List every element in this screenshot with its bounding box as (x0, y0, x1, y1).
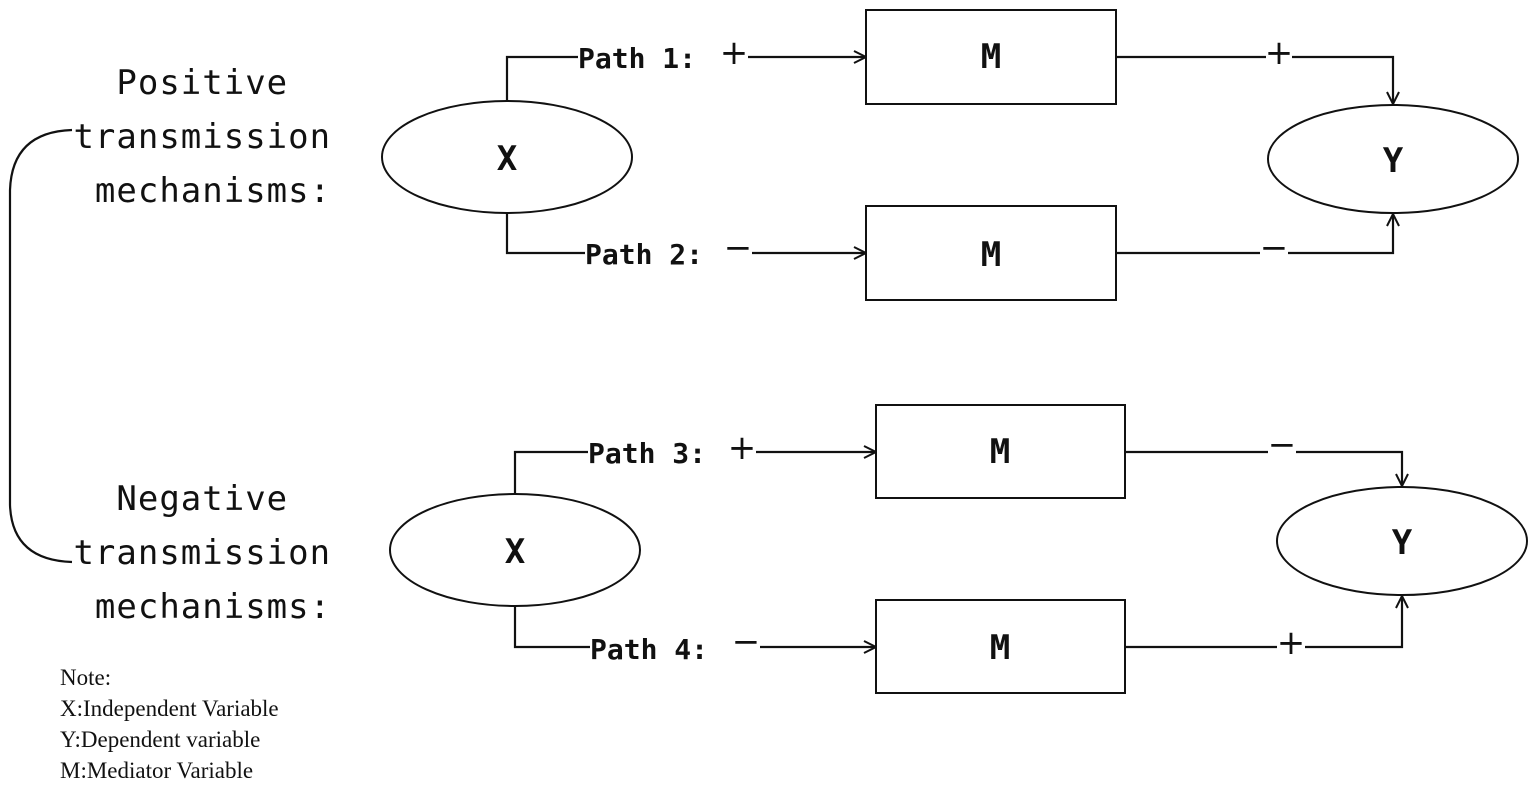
path1-in-line-a (505, 55, 578, 101)
path2-out-arrow (1288, 214, 1393, 255)
note-line-m: M:Mediator Variable (60, 758, 254, 783)
path3-in-sign: + (728, 428, 757, 468)
path4-out-arrow (1305, 596, 1402, 649)
path3-out-arrow (1296, 450, 1402, 486)
path4-label: Path 4: (590, 633, 708, 666)
path1-in-sign: + (720, 33, 749, 73)
path2-mediator-box (865, 205, 1117, 301)
note-title: Note: (60, 665, 112, 690)
group-bracket (8, 128, 73, 564)
path2-out-sign: − (1260, 228, 1289, 268)
path3-label: Path 3: (588, 437, 706, 470)
path4-in-line-a (513, 606, 590, 649)
negative-line-1: Negative (116, 479, 288, 519)
path3-in-line-a (513, 450, 588, 494)
note-line-x: X:Independent Variable (60, 696, 279, 721)
x-node-positive-label: X (497, 139, 518, 179)
path1-out-sign: + (1265, 33, 1294, 73)
path2-in-sign: − (724, 228, 753, 268)
path2-label: Path 2: (585, 238, 703, 271)
path2-mediator-label: M (981, 235, 1001, 275)
negative-group-label: Negative transmission mechanisms: (73, 479, 352, 627)
y-node-negative-label: Y (1392, 523, 1413, 563)
path3-mediator-box (875, 404, 1126, 499)
path3-out-sign: − (1268, 425, 1297, 465)
note-line-y: Y:Dependent variable (60, 727, 261, 752)
path3-mediator-label: M (990, 432, 1010, 472)
negative-line-3: mechanisms: (95, 587, 331, 627)
path2-in-line-a (505, 213, 585, 255)
path4-mediator-label: M (990, 628, 1010, 668)
path4-mediator-box (875, 599, 1126, 694)
path1-mediator-label: M (981, 37, 1001, 77)
note-block: Note: X:Independent Variable Y:Dependent… (60, 662, 279, 786)
x-node-negative-label: X (505, 532, 526, 572)
positive-group-label: Positive transmission mechanisms: (73, 63, 352, 211)
positive-line-2: transmission (73, 117, 331, 157)
path4-in-sign: − (732, 622, 761, 662)
path1-label: Path 1: (578, 42, 696, 75)
negative-line-2: transmission (73, 533, 331, 573)
y-node-positive-label: Y (1383, 141, 1404, 181)
positive-line-1: Positive (116, 63, 288, 103)
path1-mediator-box (865, 9, 1117, 105)
positive-line-3: mechanisms: (95, 171, 331, 211)
path1-out-arrow (1292, 55, 1393, 104)
path4-out-sign: + (1277, 623, 1306, 663)
